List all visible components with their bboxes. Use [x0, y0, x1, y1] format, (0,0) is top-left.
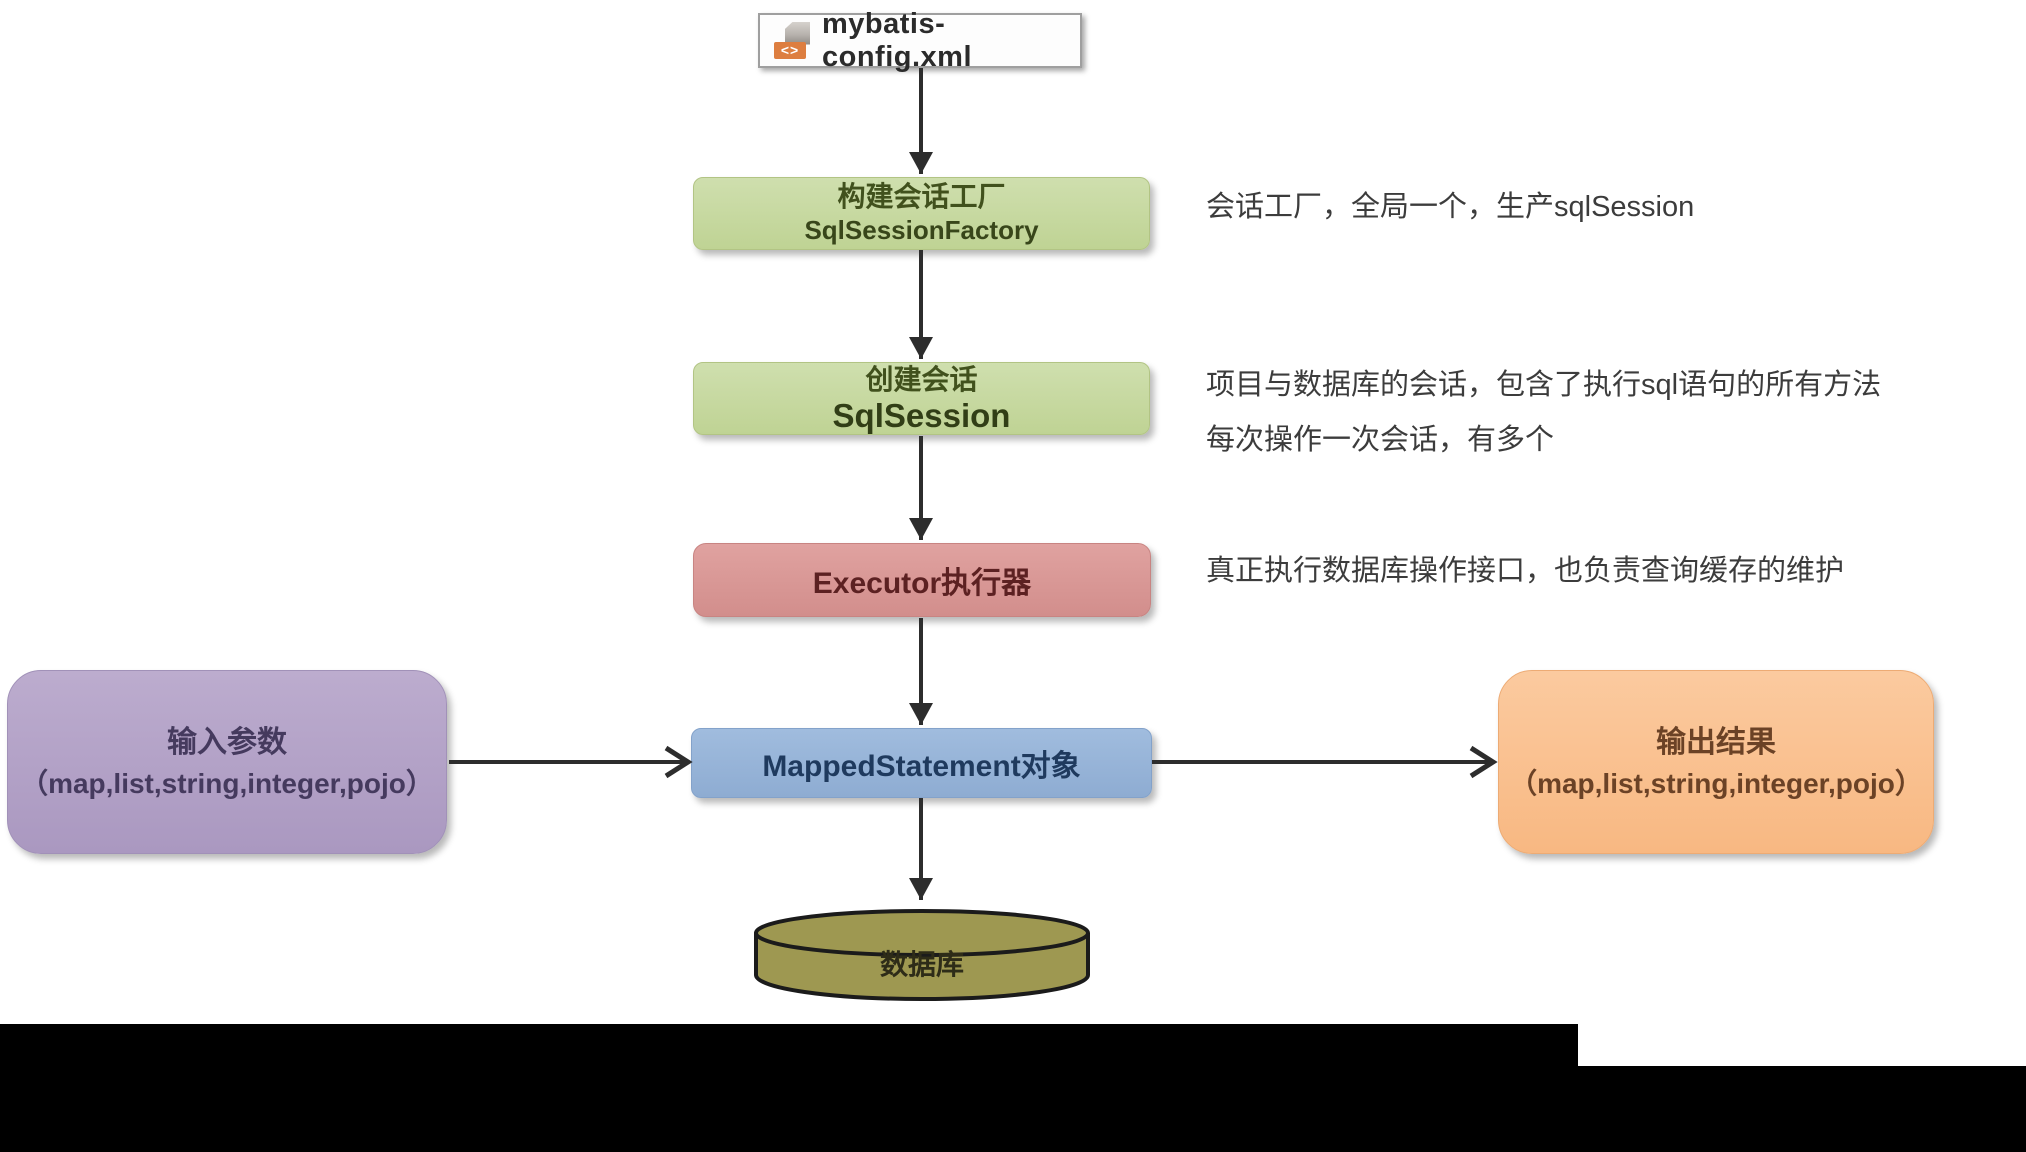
node-database — [754, 909, 1090, 1001]
config-file-node: <> mybatis-config.xml — [758, 8, 1082, 73]
config-file-label: mybatis-config.xml — [822, 7, 973, 73]
node-input-params: 输入参数 （map,list,string,integer,pojo） — [7, 670, 447, 854]
arrow-mapped-to-output-head — [1469, 745, 1498, 779]
database-cylinder-top — [754, 909, 1090, 957]
node-sqlsessionfactory-title: 构建会话工厂 — [837, 181, 1006, 212]
xml-file-icon-badge: <> — [774, 41, 806, 59]
node-sqlsession: 创建会话 SqlSession — [693, 362, 1150, 435]
node-executor-title: Executor执行器 — [812, 567, 1032, 600]
arrow-input-to-mapped-head — [664, 745, 693, 779]
black-bar-bottom-right — [1578, 1066, 2026, 1152]
node-sqlsessionfactory: 构建会话工厂 SqlSessionFactory — [693, 177, 1150, 250]
xml-file-icon: <> — [774, 20, 812, 62]
node-output-result-subtitle: （map,list,string,integer,pojo） — [1509, 768, 1923, 799]
node-input-params-subtitle: （map,list,string,integer,pojo） — [20, 768, 434, 799]
annotation-executor: 真正执行数据库操作接口，也负责查询缓存的维护 — [1206, 555, 1845, 587]
node-mappedstatement: MappedStatement对象 — [691, 728, 1152, 798]
node-mappedstatement-title: MappedStatement对象 — [762, 750, 1081, 783]
node-database-title: 数据库 — [879, 949, 964, 980]
node-output-result-title: 输出结果 — [1656, 726, 1776, 759]
node-sqlsession-subtitle: SqlSession — [832, 396, 1011, 434]
annotation-session-line2: 每次操作一次会话，有多个 — [1206, 424, 1555, 456]
xml-file-icon-page — [785, 21, 810, 45]
node-sqlsessionfactory-subtitle: SqlSessionFactory — [804, 215, 1039, 245]
annotation-session: 项目与数据库的会话，包含了执行sql语句的所有方法 每次操作一次会话，有多个 — [1206, 368, 1881, 457]
node-sqlsession-title: 创建会话 — [865, 363, 978, 395]
annotation-factory: 会话工厂，全局一个，生产sqlSession — [1206, 191, 1695, 223]
node-executor: Executor执行器 — [693, 543, 1151, 617]
node-output-result: 输出结果 （map,list,string,integer,pojo） — [1498, 670, 1934, 854]
node-input-params-title: 输入参数 — [167, 726, 287, 759]
black-bar-bottom-left — [0, 1024, 1578, 1152]
annotation-session-line1: 项目与数据库的会话，包含了执行sql语句的所有方法 — [1206, 369, 1882, 401]
